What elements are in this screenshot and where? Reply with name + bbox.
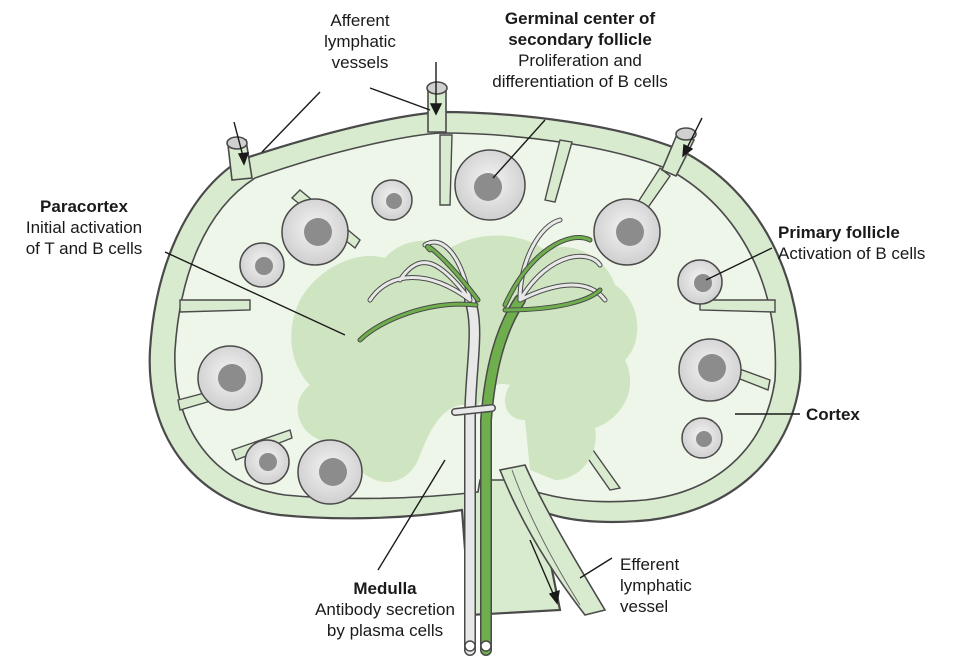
paracortex-desc-2: of T and B cells <box>0 238 168 259</box>
secondary-follicle <box>298 440 362 504</box>
artery-end <box>481 641 491 651</box>
afferent-line-1: Afferent <box>300 10 420 31</box>
efferent-line-1: Efferent <box>620 554 730 575</box>
primary-follicle <box>682 418 722 458</box>
efferent-label: Efferent lymphatic vessel <box>620 554 730 617</box>
secondary-follicle <box>198 346 262 410</box>
efferent-line-3: vessel <box>620 596 730 617</box>
germinal-desc-2: differentiation of B cells <box>470 71 690 92</box>
leader-efferent <box>580 558 612 578</box>
secondary-follicle <box>594 199 660 265</box>
secondary-follicle <box>282 199 348 265</box>
primary-follicle <box>372 180 412 220</box>
medulla-desc-1: Antibody secretion <box>300 599 470 620</box>
efferent-line-2: lymphatic <box>620 575 730 596</box>
paracortex-desc-1: Initial activation <box>0 217 168 238</box>
primary-follicle <box>678 260 722 304</box>
primary-title: Primary follicle <box>778 222 958 243</box>
afferent-label: Afferent lymphatic vessels <box>300 10 420 73</box>
primary-desc: Activation of B cells <box>778 243 958 264</box>
leader-afferent-2 <box>370 88 430 110</box>
germinal-desc-1: Proliferation and <box>470 50 690 71</box>
germinal-title-2: secondary follicle <box>470 29 690 50</box>
vein-end <box>465 641 475 651</box>
primary-follicle-label: Primary follicle Activation of B cells <box>778 222 958 264</box>
secondary-follicle <box>679 339 741 401</box>
medulla-desc-2: by plasma cells <box>300 620 470 641</box>
afferent-line-2: lymphatic <box>300 31 420 52</box>
primary-follicle <box>240 243 284 287</box>
afferent-line-3: vessels <box>300 52 420 73</box>
medulla-title: Medulla <box>300 578 470 599</box>
cortex-title: Cortex <box>806 404 906 425</box>
paracortex-title: Paracortex <box>0 196 168 217</box>
germinal-title-1: Germinal center of <box>470 8 690 29</box>
germinal-center-label: Germinal center of secondary follicle Pr… <box>470 8 690 92</box>
paracortex-label: Paracortex Initial activation of T and B… <box>0 196 168 259</box>
primary-follicle <box>245 440 289 484</box>
medulla-label: Medulla Antibody secretion by plasma cel… <box>300 578 470 641</box>
secondary-follicle <box>455 150 525 220</box>
cortex-label: Cortex <box>806 404 906 425</box>
